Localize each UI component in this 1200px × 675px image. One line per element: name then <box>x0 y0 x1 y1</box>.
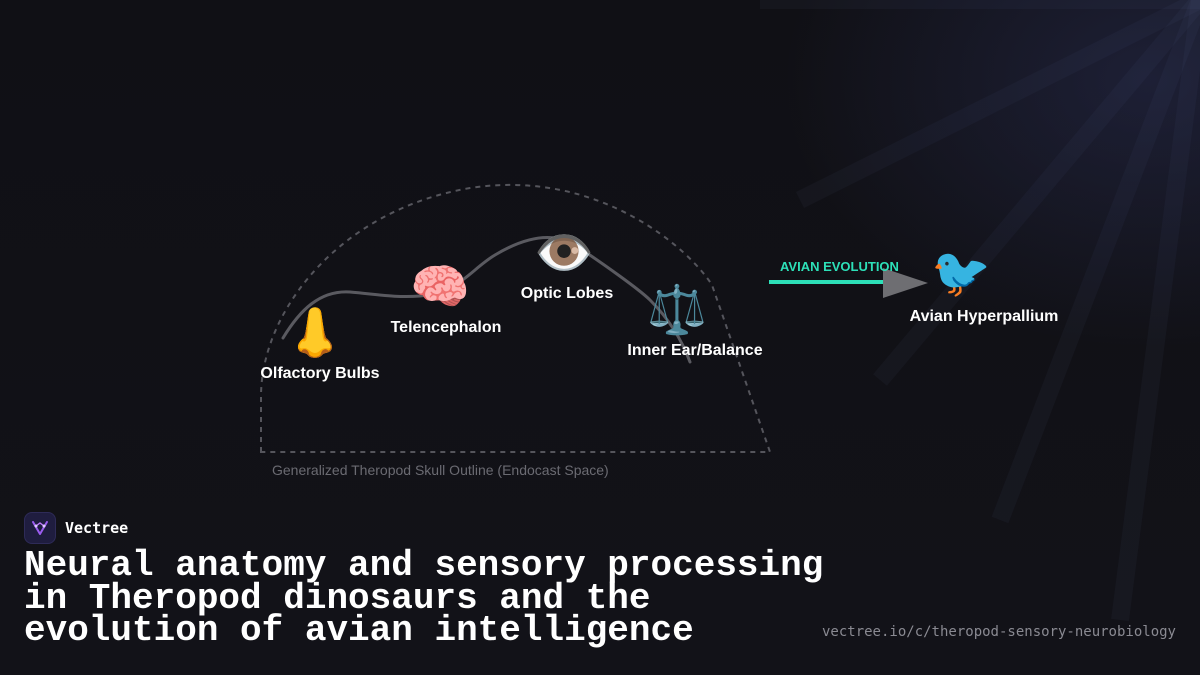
avian-evolution-arrowhead <box>883 268 928 298</box>
brand: Vectree <box>24 512 128 544</box>
nose-icon: 👃 <box>285 305 345 361</box>
telencephalon-label: Telencephalon <box>390 319 502 336</box>
bird-icon: 🐦 <box>931 245 991 301</box>
brand-name: Vectree <box>65 519 129 537</box>
sensory-pathway-line <box>281 236 692 364</box>
olfactory-bulbs-label: Olfactory Bulbs <box>260 365 380 382</box>
skull-outline-caption: Generalized Theropod Skull Outline (Endo… <box>272 462 609 478</box>
balance-scale-icon: ⚖️ <box>647 282 707 338</box>
vectree-logo-icon <box>24 512 56 544</box>
inner-ear-balance-label: Inner Ear/Balance <box>627 342 763 359</box>
optic-lobes-label: Optic Lobes <box>520 285 614 302</box>
page-url: vectree.io/c/theropod-sensory-neurobiolo… <box>821 624 1176 640</box>
avian-hyperpallium-label: Avian Hyperpallium <box>909 308 1059 325</box>
page-title: Neural anatomy and sensory processing in… <box>24 545 824 651</box>
avian-evolution-label: AVIAN EVOLUTION <box>780 259 899 274</box>
brain-icon: 🧠 <box>410 259 470 315</box>
skull-outline <box>260 183 772 453</box>
eye-icon: 👁️ <box>534 225 594 281</box>
